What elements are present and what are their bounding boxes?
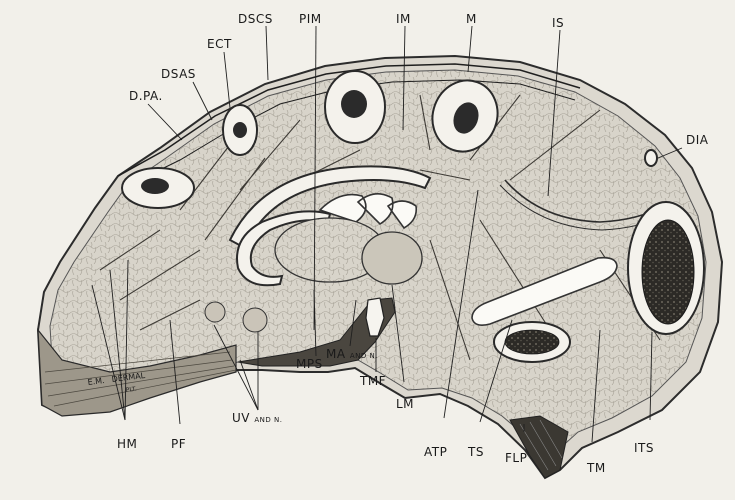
label-dscs: DSCS [238,12,273,26]
label-atp: ATP [424,445,447,459]
label-m: M [466,12,477,26]
label-tm: TM [586,461,606,475]
label-hm: HM [117,437,137,451]
label-its: ITS [634,441,654,455]
bone-dpa [122,168,194,208]
label-ts: TS [467,445,484,459]
label-tmf: TMF [359,374,386,388]
label-is: IS [552,16,564,30]
label-flp: FLP [505,451,527,465]
label-pim: PIM [299,12,322,26]
structure-uv-1 [243,308,267,332]
label-ect: ECT [207,37,232,51]
ligament-body [362,232,422,284]
bone-pim [325,71,385,143]
bone-its [628,202,704,334]
label-mps: MPS [296,357,323,371]
structure-uv-2 [205,302,225,322]
label-dsas: DSAS [161,67,196,81]
label-dpa: D.PA. [129,89,163,103]
label-ma-suffix: AND N. [350,352,378,360]
label-uv-suffix: AND N. [254,416,282,424]
label-ma-main: MA [326,347,346,361]
label-lm: LM [396,397,414,411]
bone-dia [645,150,657,166]
label-dia: DIA [686,133,709,147]
label-uv-main: UV [232,411,250,425]
label-dermal-suffix: PLT. [125,386,137,394]
label-im: IM [396,12,411,26]
label-pf: PF [171,437,186,451]
label-uv: UV AND N. [232,411,282,425]
bone-ect [223,105,257,155]
